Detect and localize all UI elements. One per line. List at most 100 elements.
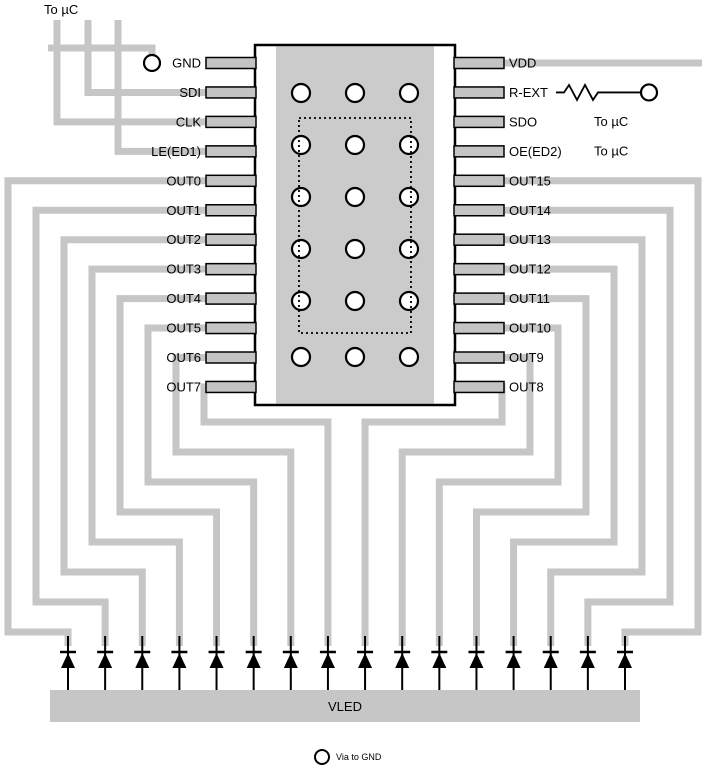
trace-out9 xyxy=(398,354,534,646)
pin-right-out8 xyxy=(453,380,505,394)
thermal-via-icon xyxy=(398,290,420,312)
led-diode-icon xyxy=(432,653,447,668)
to-uc-label-top: To µC xyxy=(44,2,78,17)
thermal-via-icon xyxy=(398,82,420,104)
pin-label-left: OUT5 xyxy=(166,321,201,336)
pin-label-right: OE(ED2) xyxy=(509,144,562,159)
pin-left-out7 xyxy=(205,380,257,394)
led-diode-icon xyxy=(172,653,187,668)
vled-plane xyxy=(50,690,640,722)
pin-left-le(ed1) xyxy=(205,145,257,158)
thermal-via-icon xyxy=(290,82,312,104)
trace-out5 xyxy=(144,324,258,646)
thermal-via-icon xyxy=(290,346,312,368)
pin-left-clk xyxy=(205,115,257,129)
pin-label-right: OUT11 xyxy=(509,291,550,306)
led-diode-icon xyxy=(98,653,113,668)
pin-label-right: OUT15 xyxy=(509,173,551,188)
pin-label-left: GND xyxy=(172,56,201,71)
pin-left-out4 xyxy=(205,292,257,305)
trace-out13 xyxy=(500,236,646,646)
pin-label-right: SDO xyxy=(509,114,537,129)
pin-label-right: OUT9 xyxy=(509,350,544,365)
trace-out8 xyxy=(361,383,506,646)
led-diode-icon xyxy=(580,653,595,668)
pin-left-sdi xyxy=(205,86,257,99)
led-diode-icon xyxy=(209,653,224,668)
pin-label-left: OUT6 xyxy=(166,350,201,365)
thermal-via-icon xyxy=(398,134,420,156)
trace-out1 xyxy=(32,206,206,646)
trace-out6 xyxy=(172,354,295,646)
led-diode-icon xyxy=(61,653,75,668)
thermal-via-icon xyxy=(398,238,420,260)
pin-label-right: OUT8 xyxy=(509,379,544,394)
pin-label-right: R-EXT xyxy=(509,85,548,100)
pin-label-left: OUT1 xyxy=(166,203,201,218)
trace-out11 xyxy=(472,295,590,646)
pin-label-right: OUT14 xyxy=(509,203,551,218)
led-diode-icon xyxy=(506,653,521,668)
led-diode-icon xyxy=(543,653,558,668)
pin-right-sdo xyxy=(453,115,505,129)
thermal-via-icon xyxy=(290,186,312,208)
pin-left-out1 xyxy=(205,204,257,217)
ic-exposed-pad-dashed-outline xyxy=(298,117,412,334)
pin-label-right: OUT10 xyxy=(509,321,551,336)
trace-out7 xyxy=(200,383,332,646)
pin-right-out15 xyxy=(453,174,505,188)
pin-left-gnd xyxy=(205,56,257,70)
trace-out10 xyxy=(435,324,562,646)
led-diode-icon xyxy=(320,653,335,668)
pin-right-out13 xyxy=(453,233,505,246)
led-diode-icon xyxy=(617,653,632,668)
rext-via-icon xyxy=(639,83,659,102)
pin-label-right: OUT12 xyxy=(509,262,551,277)
pin-right-out10 xyxy=(453,321,505,335)
thermal-via-icon xyxy=(398,186,420,208)
thermal-via-icon xyxy=(344,290,366,312)
pin-label-left: OUT4 xyxy=(166,291,201,306)
led-diode-icon xyxy=(135,653,150,668)
legend-via-icon xyxy=(314,749,330,765)
thermal-via-icon xyxy=(344,346,366,368)
to-uc-label-sdo: To µC xyxy=(594,114,628,129)
pin-label-left: OUT3 xyxy=(166,262,201,277)
trace-out3 xyxy=(88,265,206,646)
pin-left-out6 xyxy=(205,351,257,364)
pin-left-out5 xyxy=(205,321,257,335)
pin-label-left: OUT7 xyxy=(166,379,201,394)
pin-label-left: OUT0 xyxy=(166,173,201,188)
pin-left-out0 xyxy=(205,174,257,188)
trace-sdi-to-uc xyxy=(84,20,206,96)
thermal-via-icon xyxy=(290,290,312,312)
ic-thermal-pad xyxy=(276,46,434,404)
thermal-via-icon xyxy=(290,134,312,156)
thermal-via-icon xyxy=(344,82,366,104)
led-diode-icon xyxy=(283,653,298,668)
trace-clk-to-uc xyxy=(53,20,206,126)
pin-right-out14 xyxy=(453,204,505,217)
pin-label-left: SDI xyxy=(179,85,201,100)
thermal-via-icon xyxy=(344,134,366,156)
pin-right-out9 xyxy=(453,351,505,364)
pin-label-right: VDD xyxy=(509,56,536,71)
pin-label-left: CLK xyxy=(176,114,202,129)
trace-gnd xyxy=(48,44,156,60)
pin-left-out3 xyxy=(205,262,257,276)
trace-out12 xyxy=(500,265,618,646)
thermal-via-icon xyxy=(344,186,366,208)
pin-left-out2 xyxy=(205,233,257,246)
vled-label: VLED xyxy=(328,699,362,714)
trace-out4 xyxy=(116,295,221,646)
pin-right-vdd xyxy=(453,56,505,70)
trace-out2 xyxy=(60,236,206,646)
led-diode-icon xyxy=(395,653,410,668)
led-diode-icon xyxy=(246,653,261,668)
led-diode-icon xyxy=(358,653,373,668)
legend-via-label: Via to GND xyxy=(336,752,382,762)
trace-out14 xyxy=(500,206,674,646)
pin-right-oe(ed2) xyxy=(453,145,505,158)
rext-resistor-icon xyxy=(556,83,640,102)
